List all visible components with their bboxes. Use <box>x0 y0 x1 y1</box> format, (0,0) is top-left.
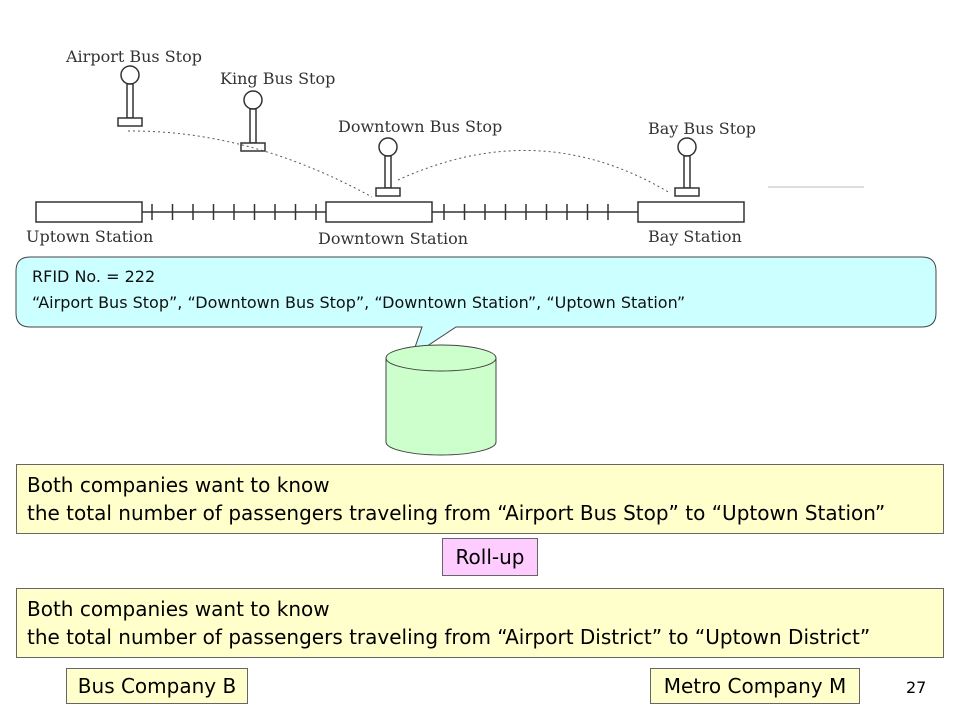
bus-stop-icon-king <box>240 90 266 152</box>
note-box-district-level-line2: the total number of passengers traveling… <box>27 625 871 649</box>
station-box-downtown <box>325 201 433 223</box>
page-number: 27 <box>906 678 927 697</box>
bus-stop-label-downtown: Downtown Bus Stop <box>338 117 502 136</box>
metro-company-label: Metro Company M <box>650 668 860 704</box>
bus-route-downtown-bay <box>397 149 671 194</box>
station-label-downtown: Downtown Station <box>318 229 468 248</box>
bus-stop-label-king: King Bus Stop <box>220 69 335 88</box>
database-icon <box>385 344 497 456</box>
track-ties <box>151 204 609 220</box>
station-box-bay <box>637 201 745 223</box>
note-box-stop-level-line2: the total number of passengers traveling… <box>27 501 886 525</box>
bus-stop-label-bay: Bay Bus Stop <box>648 119 756 138</box>
station-label-uptown: Uptown Station <box>26 227 153 246</box>
bus-stop-icon-downtown <box>375 137 401 197</box>
rfid-path-list: “Airport Bus Stop”, “Downtown Bus Stop”,… <box>32 293 686 312</box>
note-box-stop-level: Both companies want to know the total nu… <box>16 464 944 534</box>
station-box-uptown <box>35 201 143 223</box>
rollup-label: Roll-up <box>442 538 538 576</box>
bus-route-airport-downtown <box>127 130 373 198</box>
bus-company-label: Bus Company B <box>66 668 248 704</box>
note-box-stop-level-line1: Both companies want to know <box>27 473 330 497</box>
bus-stop-label-airport: Airport Bus Stop <box>65 47 202 66</box>
note-box-district-level-line1: Both companies want to know <box>27 597 330 621</box>
rfid-callout-bubble <box>15 256 937 358</box>
bus-stop-icon-airport <box>117 65 143 127</box>
note-box-district-level: Both companies want to know the total nu… <box>16 588 944 658</box>
rfid-number: RFID No. = 222 <box>32 267 156 286</box>
rfid-callout-text: RFID No. = 222 “Airport Bus Stop”, “Down… <box>32 264 932 316</box>
station-label-bay: Bay Station <box>648 227 742 246</box>
bus-stop-icon-bay <box>674 137 700 197</box>
